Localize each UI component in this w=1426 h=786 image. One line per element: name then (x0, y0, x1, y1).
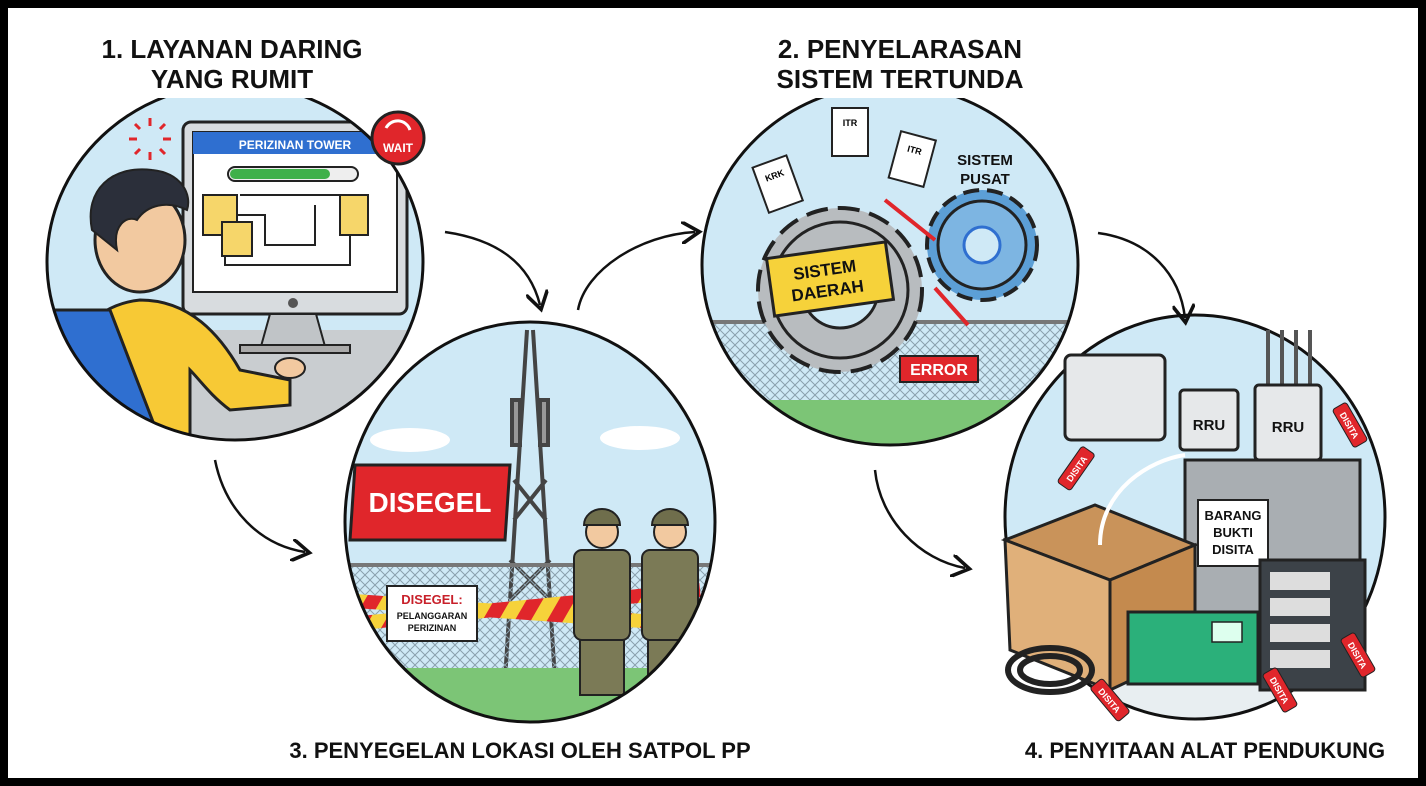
svg-text:PUSAT: PUSAT (960, 171, 1010, 188)
step-2-scene: SISTEM DAERAH SISTEM PUSAT KRK ITR ITR E… (700, 30, 1080, 447)
spinner-icon (129, 118, 171, 160)
disegel-banner: DISEGEL (348, 463, 512, 542)
arrow-2-to-4-lower (873, 469, 965, 568)
svg-text:BUKTI: BUKTI (1213, 525, 1253, 540)
server-rack (1258, 558, 1367, 692)
cable-coil (1005, 645, 1095, 695)
svg-text:RRU: RRU (1193, 417, 1226, 434)
regional-gear: SISTEM DAERAH (756, 206, 924, 374)
arrow-2-to-4 (1097, 231, 1185, 318)
error-sign: ERROR (899, 355, 979, 383)
step-1-scene: PERIZINAN TOWER (45, 30, 426, 442)
computer-monitor: PERIZINAN TOWER (181, 120, 409, 354)
wait-badge: WAIT (370, 110, 426, 166)
documents: KRK ITR ITR (751, 107, 938, 215)
step-3-caption: 3. PENYEGELAN LOKASI OLEH SATPOL PP (289, 738, 750, 763)
central-system-label: SISTEM (957, 152, 1013, 169)
generator (1126, 610, 1260, 686)
sealed-sign: DISEGEL: PELANGGARAN PERIZINAN (386, 585, 478, 642)
step-2-title-line-2: SISTEM TERTUNDA (777, 64, 1024, 94)
antenna-unit (1063, 353, 1167, 442)
step-1-title-line-2: YANG RUMIT (151, 64, 313, 94)
step-4-scene: RRU RRU BARANG BUKTI DISITA (1000, 313, 1387, 763)
svg-text:RRU: RRU (1272, 419, 1305, 436)
conflict-arrows (883, 198, 970, 327)
svg-text:PERIZINAN: PERIZINAN (408, 623, 457, 633)
satpol-pp-officers (573, 508, 699, 696)
rru-units: RRU RRU (1178, 330, 1323, 462)
svg-text:PELANGGARAN: PELANGGARAN (397, 611, 468, 621)
flow-arrows (213, 230, 1185, 568)
arrow-1-to-3 (444, 230, 540, 305)
step-2-title-line-1: 2. PENYELARASAN (778, 34, 1022, 64)
svg-text:DISITA: DISITA (1212, 542, 1254, 557)
transfer-arrow (1098, 453, 1186, 546)
svg-text:ERROR: ERROR (910, 362, 968, 379)
svg-text:ITR: ITR (906, 144, 923, 158)
infographic-canvas: PERIZINAN TOWER (8, 8, 1418, 778)
svg-text:ITR: ITR (843, 118, 858, 128)
svg-text:BARANG: BARANG (1204, 508, 1261, 523)
arrow-1-to-3-lower (213, 459, 305, 552)
step-4-caption: 4. PENYITAAN ALAT PENDUKUNG (1025, 738, 1385, 763)
step-1-title-line-1: 1. LAYANAN DARING (101, 34, 362, 64)
central-gear (925, 188, 1039, 302)
svg-text:DISEGEL: DISEGEL (369, 487, 492, 518)
svg-text:WAIT: WAIT (383, 141, 414, 155)
arrow-3-to-2 (576, 232, 695, 311)
infographic-svg: PERIZINAN TOWER (45, 30, 1387, 763)
svg-text:DISEGEL:: DISEGEL: (401, 592, 462, 607)
screen-title: PERIZINAN TOWER (239, 138, 352, 152)
